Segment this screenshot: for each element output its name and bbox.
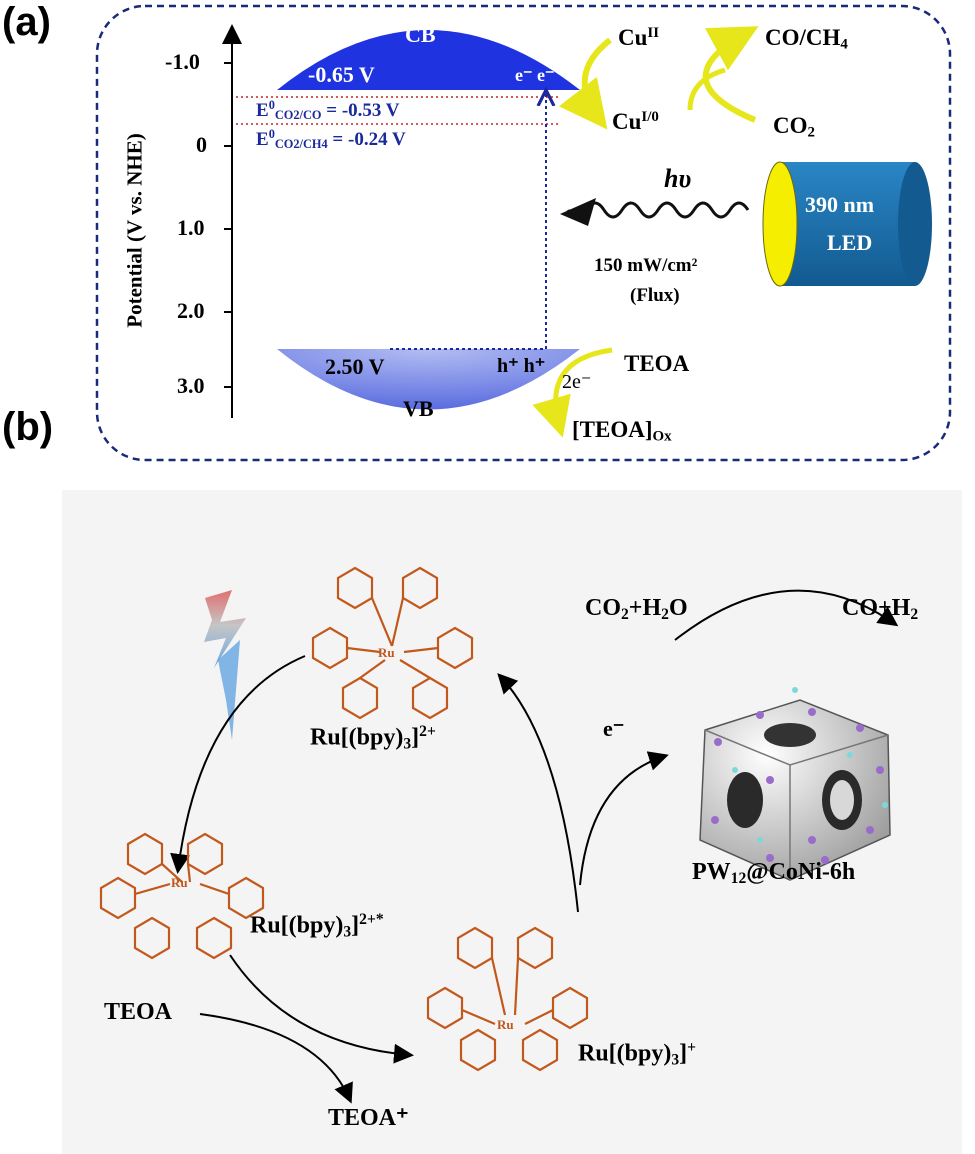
light-arrowhead — [560, 198, 596, 226]
electron-label-b: e⁻ — [603, 716, 625, 741]
quench-cycle-arrow — [229, 954, 414, 1064]
tick-3: 3.0 — [177, 373, 205, 398]
ru-top-label: Ru[(bpy)3]2+ — [310, 723, 436, 753]
cb-potential: -0.65 V — [308, 62, 375, 87]
cb-label: CB — [405, 22, 436, 47]
light-wave — [566, 201, 750, 219]
panel-b-label: (b) — [2, 405, 54, 449]
potential-axis-label: Potential (V vs. NHE) — [122, 133, 147, 328]
teoa-label-b: TEOA — [104, 999, 173, 1025]
reactant-label: CO2+H2O — [585, 595, 688, 623]
ru-reduced-center: Ru — [497, 1017, 514, 1032]
flux-label: (Flux) — [630, 285, 680, 306]
co2-reduction-arrow — [674, 589, 899, 641]
ru-complex-excited — [99, 832, 265, 960]
led-face — [762, 161, 798, 287]
ru-excited-label: Ru[(bpy)3]2+* — [250, 911, 384, 941]
product-label: CO+H2 — [842, 595, 919, 623]
ru-reduced-label: Ru[(bpy)3]+ — [578, 1039, 697, 1069]
vb-potential: 2.50 V — [325, 354, 385, 379]
cu-reduction-arrow — [558, 37, 612, 130]
co2-label: CO2 — [773, 113, 815, 141]
led-body — [780, 162, 915, 286]
tick-neg1: -1.0 — [165, 49, 200, 74]
tick-0: 0 — [196, 132, 207, 157]
teoa-oxidation-arrow — [532, 347, 613, 438]
catalyst-label: PW12@CoNi-6h — [692, 859, 856, 887]
mof-catalyst-cube — [699, 687, 891, 881]
ru-complex-top — [311, 566, 474, 720]
teoa-oxidation-arrow-b — [199, 1013, 353, 1104]
cu10-label: CuI/0 — [612, 109, 659, 135]
ru-complex-reduced — [426, 926, 589, 1072]
excitation-arrow — [390, 92, 546, 350]
vb-label: VB — [403, 396, 434, 421]
teoa-label-a: TEOA — [624, 351, 690, 376]
hv-label: hυ — [664, 164, 692, 193]
holes-label: h⁺ h⁺ — [497, 355, 546, 377]
led-wavelength: 390 nm — [805, 192, 875, 217]
flux-value: 150 mW/cm² — [594, 255, 698, 276]
electron-transfer-arrow — [579, 751, 669, 886]
cu2-label: CuII — [618, 25, 660, 51]
panel-a-frame — [95, 4, 952, 462]
ru-top-center: Ru — [378, 645, 395, 660]
excitation-cycle-arrow — [170, 655, 306, 874]
e0-ch4-label: E0CO2/CH4 = -0.24 V — [256, 127, 406, 151]
co-ch4-label: CO/CH4 — [765, 25, 848, 53]
teoa-plus-label: TEOA⁺ — [328, 1105, 409, 1131]
e0-co-label: E0CO2/CO = -0.53 V — [256, 98, 400, 122]
led-label: LED — [827, 230, 873, 255]
conduction-band — [277, 30, 580, 90]
teoa-ox-label: [TEOA]Ox — [572, 417, 672, 445]
lightning-bolt-icon — [204, 590, 246, 668]
tick-1: 1.0 — [177, 215, 205, 240]
ru-excited-center: Ru — [171, 875, 188, 890]
two-electron-label: 2e⁻ — [562, 371, 592, 393]
panel-a-label: (a) — [2, 0, 51, 44]
regeneration-cycle-arrow — [497, 673, 579, 913]
electrons-label: e⁻ e⁻ — [515, 65, 555, 85]
valence-band — [277, 349, 580, 410]
tick-2: 2.0 — [177, 298, 205, 323]
